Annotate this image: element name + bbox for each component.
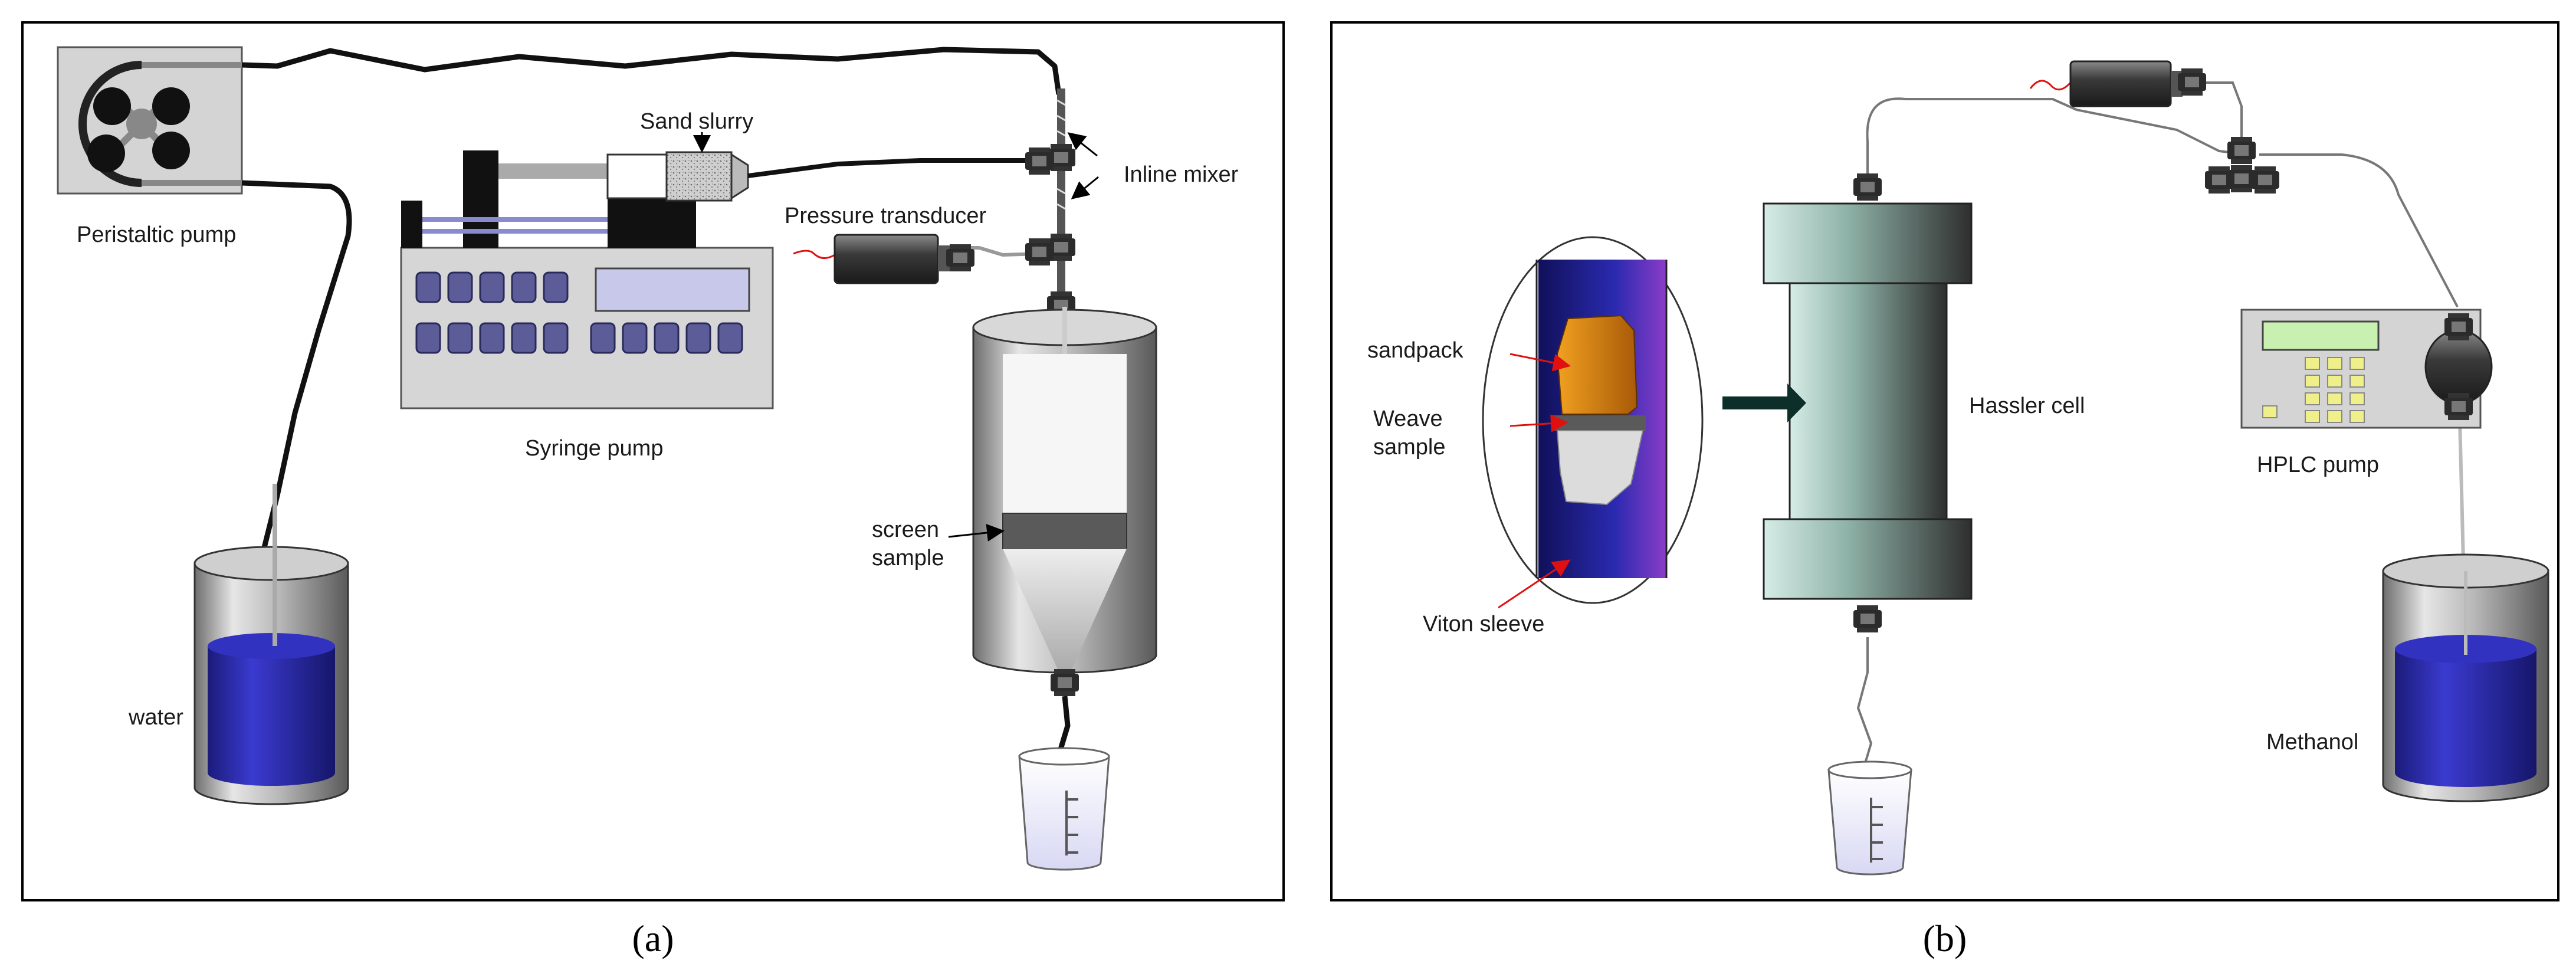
label-weave-sample-2: sample <box>1373 435 1446 460</box>
label-syringe-pump: Syringe pump <box>525 436 663 461</box>
pressure-transducer-b <box>2029 60 2206 107</box>
label-screen-sample-1: screen <box>872 517 939 542</box>
caption-b: (b) <box>1923 917 1967 959</box>
inline-mixer <box>1025 88 1075 319</box>
label-pressure-transducer: Pressure transducer <box>785 204 986 228</box>
label-inline-mixer: Inline mixer <box>1124 162 1239 187</box>
tubing-pump-to-water <box>241 180 352 644</box>
label-methanol: Methanol <box>2266 730 2358 755</box>
test-cell <box>972 307 1157 696</box>
caption-a: (a) <box>632 917 674 959</box>
label-viton-sleeve: Viton sleeve <box>1423 612 1544 637</box>
water-container <box>193 484 349 805</box>
tubing-cell-top <box>1866 97 2249 177</box>
peristaltic-pump <box>57 46 243 195</box>
panel-a: Peristaltic pump Sand slurry Inline mixe… <box>21 21 1285 959</box>
label-sand-slurry: Sand slurry <box>640 109 753 134</box>
tubing-cell-bottom <box>1856 637 1873 768</box>
methanol-container <box>2382 553 2549 802</box>
label-water: water <box>128 705 183 730</box>
panel-b: sandpack Weave sample Viton sleeve Hassl… <box>1330 21 2559 959</box>
magnified-inset <box>1482 236 1704 604</box>
syringe-pump <box>400 150 774 409</box>
label-sandpack: sandpack <box>1367 338 1464 363</box>
beaker-b <box>1827 760 1912 876</box>
tubing-to-hplc <box>2259 153 2459 307</box>
label-screen-sample-2: sample <box>872 546 944 571</box>
label-hplc-pump: HPLC pump <box>2257 453 2379 477</box>
pressure-transducer <box>793 234 974 284</box>
label-weave-sample-1: Weave <box>1373 406 1443 431</box>
label-peristaltic-pump: Peristaltic pump <box>77 222 236 247</box>
tubing-pump-to-mixer <box>241 47 1062 95</box>
beaker-a <box>1018 747 1110 871</box>
hassler-cell <box>1763 173 1973 632</box>
pointer-arrow-to-cell <box>1722 383 1806 422</box>
hplc-pump <box>2240 309 2493 429</box>
label-hassler-cell: Hassler cell <box>1969 394 2085 418</box>
